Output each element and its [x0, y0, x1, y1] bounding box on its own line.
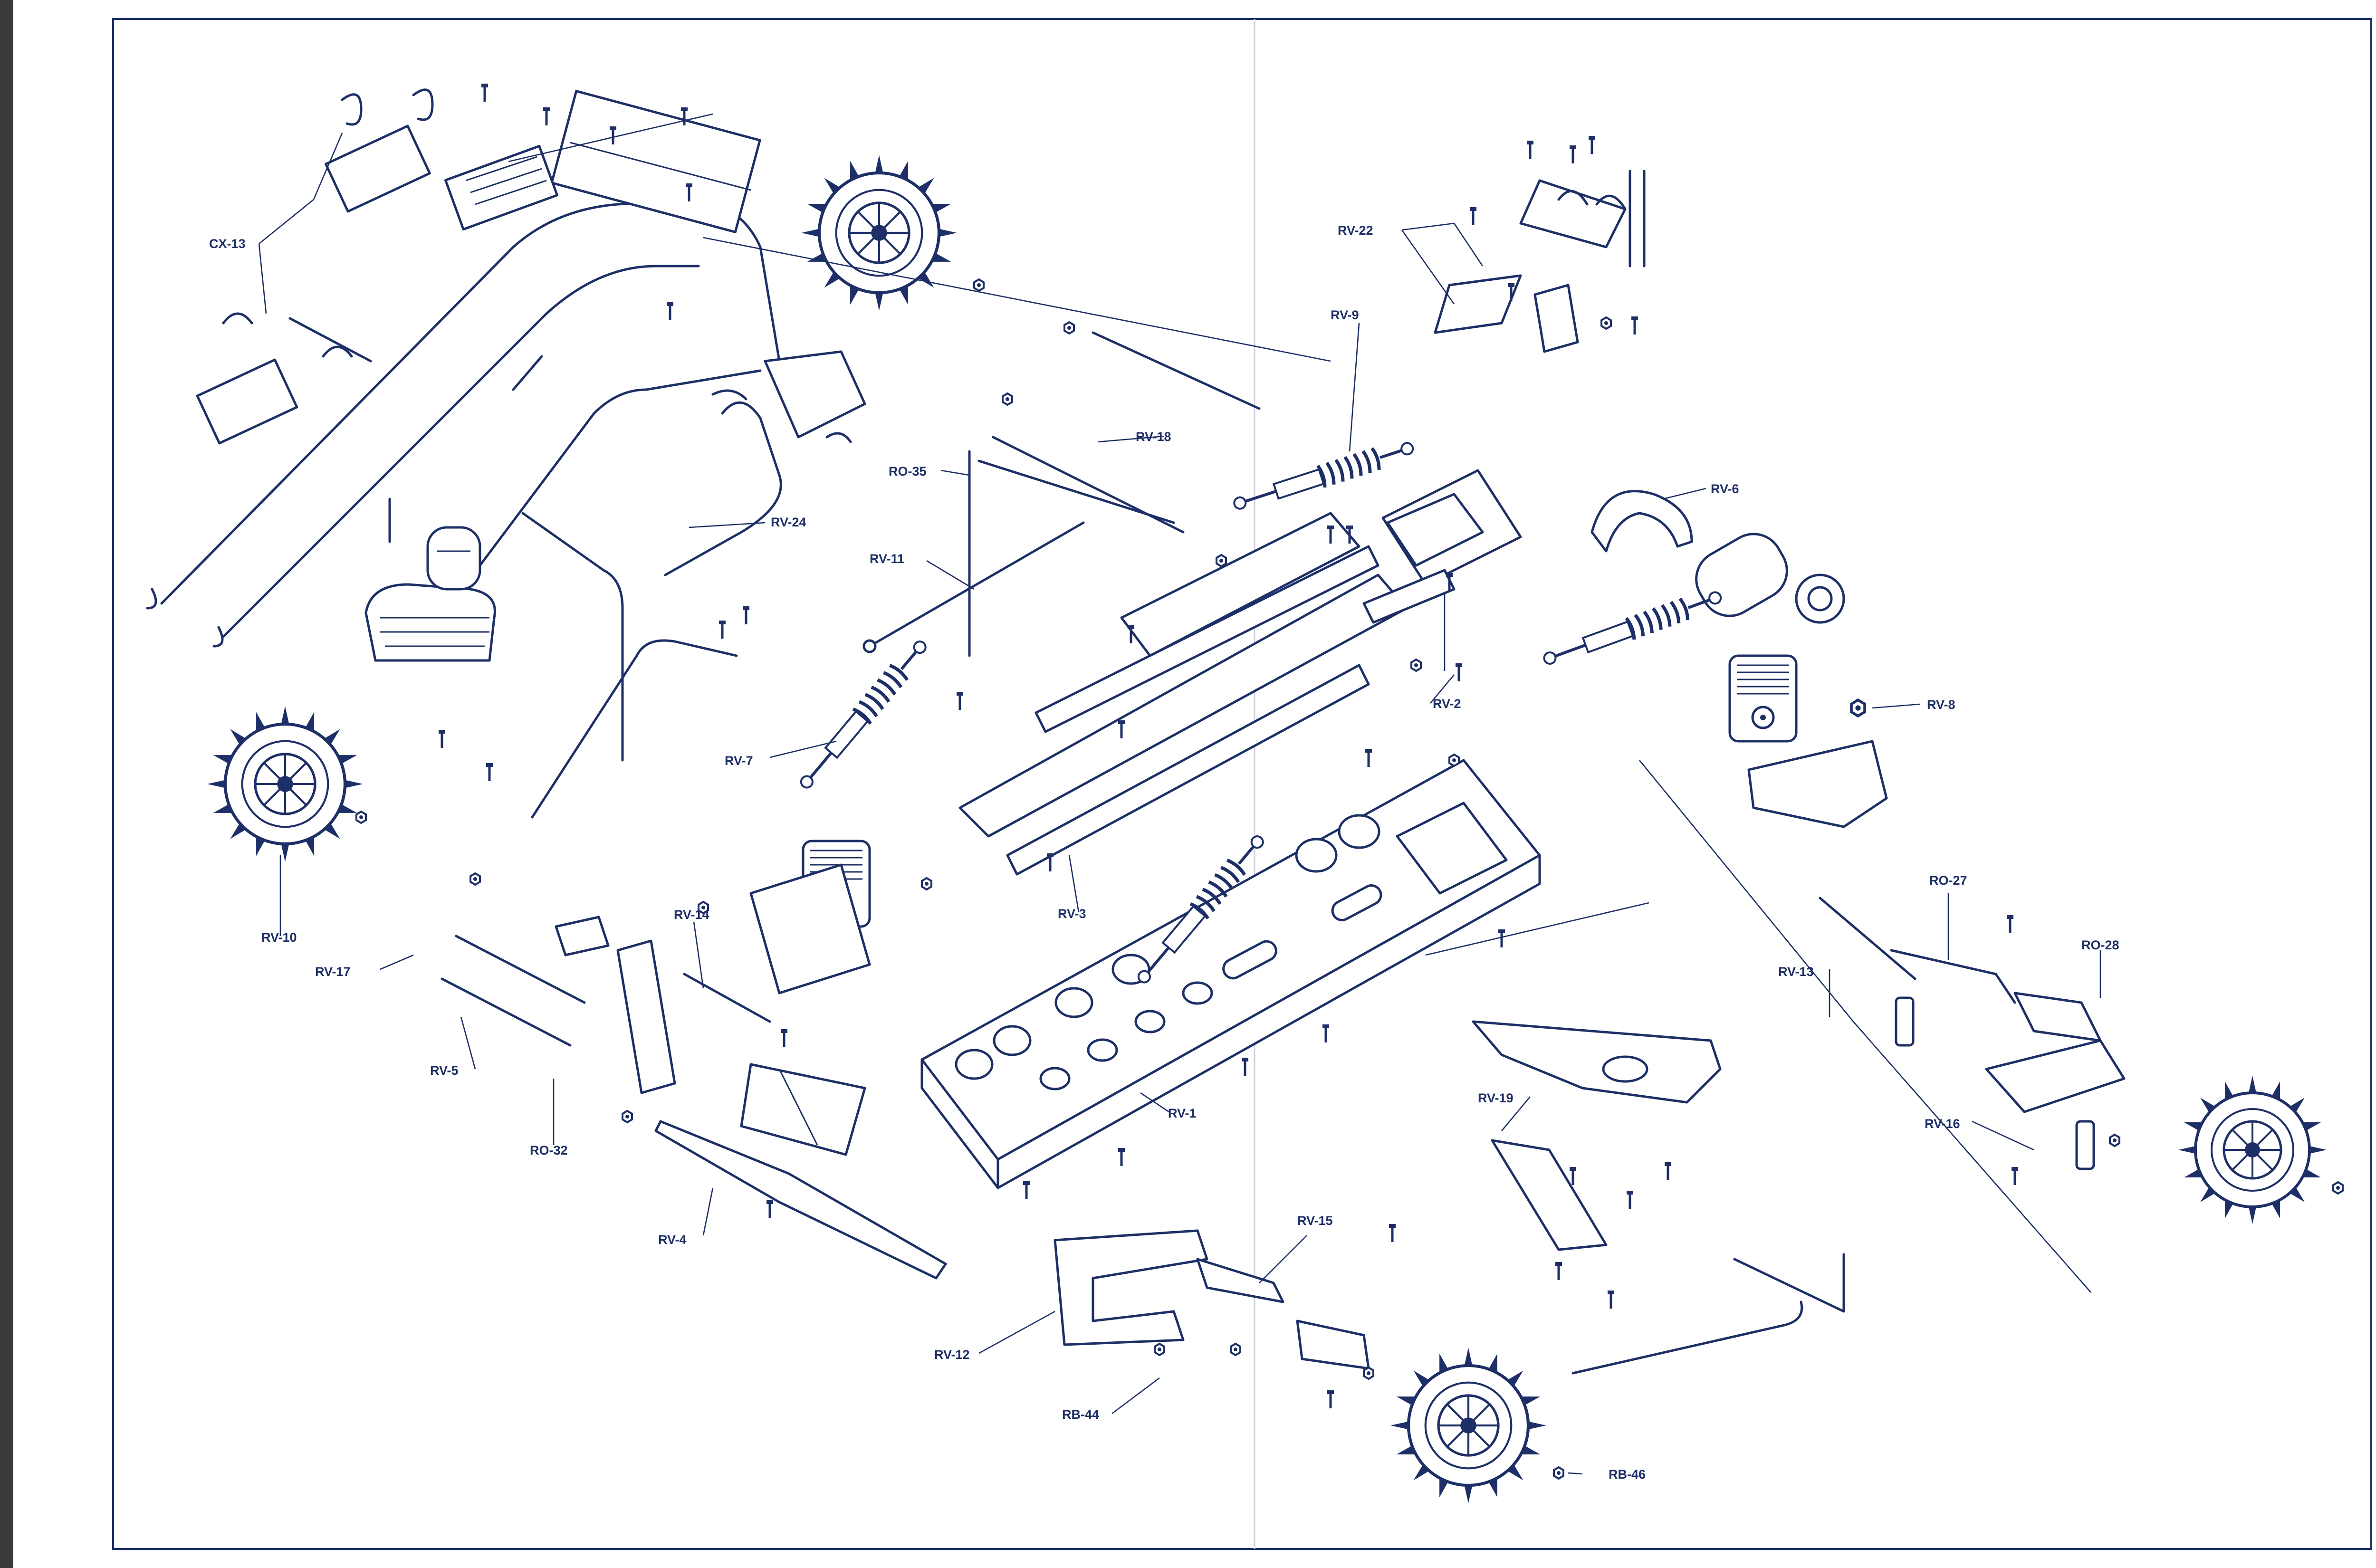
label-rb-46: RB-46 [1609, 1467, 1646, 1482]
rear-gearbox-assembly [1590, 490, 1888, 828]
label-rv-3: RV-3 [1058, 907, 1086, 921]
scan-left-shadow [0, 0, 13, 1568]
label-rv-24: RV-24 [771, 515, 806, 529]
label-rv-22: RV-22 [1338, 223, 1373, 238]
label-rv-16: RV-16 [1925, 1117, 1960, 1131]
skid-plate [654, 1063, 947, 1280]
label-rv-14: RV-14 [674, 908, 709, 922]
part-labels: CX-13 RV-24 RO-35 RV-18 RV-11 RV-9 RV-22… [209, 223, 2119, 1482]
rear-right-wheel-icon [2178, 1076, 2327, 1224]
front-right-wheel-icon [1390, 1348, 1546, 1503]
roll-cage-assembly [146, 88, 866, 819]
label-cx-13: CX-13 [209, 237, 246, 251]
label-rv-10: RV-10 [261, 930, 297, 945]
label-rb-44: RB-44 [1062, 1407, 1099, 1422]
page-frame [112, 18, 2372, 1550]
rear-shock-absorber-icon [1541, 585, 1725, 671]
label-rv-15: RV-15 [1297, 1214, 1333, 1228]
label-rv-9: RV-9 [1331, 308, 1359, 322]
label-rv-7: RV-7 [725, 754, 753, 768]
right-suspension-arms [1890, 949, 2126, 1170]
label-ro-27: RO-27 [1929, 873, 1967, 888]
driver-figure-icon [364, 526, 496, 662]
label-rv-17: RV-17 [315, 965, 351, 979]
rear-bumper-plate [1472, 1020, 1722, 1251]
left-gearbox-plate [749, 863, 871, 994]
label-rv-12: RV-12 [934, 1348, 970, 1362]
label-rv-8: RV-8 [1927, 698, 1955, 712]
leader-lines [258, 113, 2101, 1475]
front-left-wheel-icon [801, 155, 957, 311]
label-rv-11: RV-11 [870, 552, 904, 566]
front-suspension-arms [1054, 1229, 1845, 1370]
label-ro-35: RO-35 [889, 464, 927, 478]
main-chassis-frame [920, 759, 1541, 1189]
label-rv-6: RV-6 [1711, 482, 1739, 496]
label-ro-32: RO-32 [530, 1143, 568, 1157]
label-rv-1: RV-1 [1168, 1106, 1197, 1120]
rear-left-wheel-icon [207, 706, 363, 862]
label-ro-28: RO-28 [2081, 938, 2119, 952]
label-rv-5: RV-5 [430, 1063, 459, 1078]
linkage-rods [441, 331, 1916, 1375]
radio-mount-bracket [1434, 170, 1646, 353]
label-rv-4: RV-4 [658, 1233, 687, 1247]
front-shock-absorber-icon [1231, 436, 1416, 516]
left-shock-absorber-icon [795, 635, 932, 794]
left-suspension-arms [555, 916, 771, 1094]
label-rv-18: RV-18 [1136, 430, 1171, 444]
upper-deck-plates [958, 469, 1522, 876]
label-rv-13: RV-13 [1778, 965, 1814, 979]
label-rv-2: RV-2 [1433, 697, 1461, 711]
label-rv-19: RV-19 [1478, 1091, 1514, 1105]
